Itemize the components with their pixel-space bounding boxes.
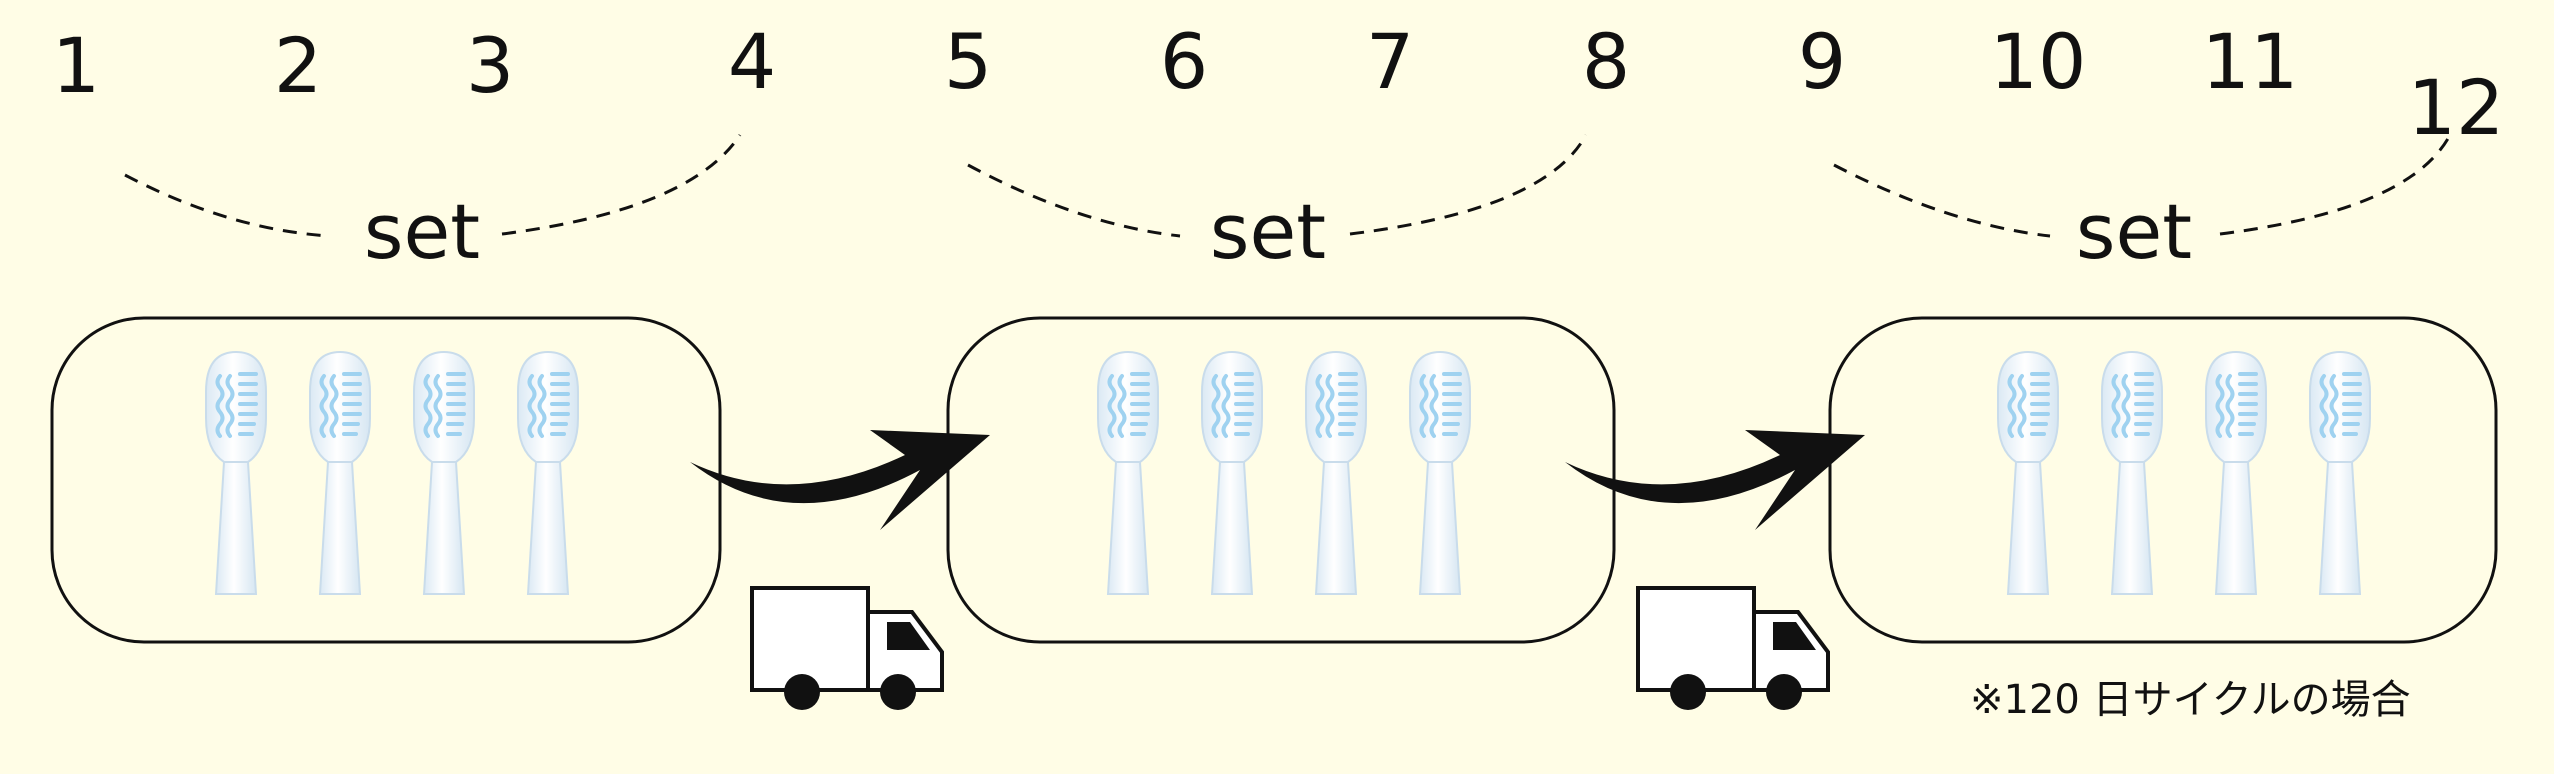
toothbrush-head-icon [308, 350, 372, 596]
month-number-7: 7 [1365, 17, 1415, 106]
toothbrush-head-icon [1096, 350, 1160, 596]
month-number-3: 3 [465, 21, 515, 110]
month-number-10: 10 [1989, 17, 2087, 106]
curved-arrow-icon [690, 430, 990, 530]
month-number-4: 4 [727, 17, 777, 106]
set-label-2: set [1209, 187, 1327, 276]
toothbrush-head-icon [412, 350, 476, 596]
set-box-1 [50, 316, 722, 644]
toothbrush-head-icon [1996, 350, 2060, 596]
cycle-footnote: ※120 日サイクルの場合 [1970, 677, 2411, 723]
month-number-5: 5 [943, 17, 993, 106]
toothbrush-head-icon [1408, 350, 1472, 596]
toothbrush-head-icon [516, 350, 580, 596]
toothbrush-head-icon [1304, 350, 1368, 596]
toothbrush-head-icon [2308, 350, 2372, 596]
month-number-1: 1 [51, 21, 101, 110]
delivery-truck-icon [1636, 586, 1830, 710]
set-box-2 [946, 316, 1616, 644]
month-number-2: 2 [273, 21, 323, 110]
delivery-truck-icon [750, 586, 944, 710]
toothbrush-head-icon [2204, 350, 2268, 596]
month-number-12: 12 [2407, 63, 2505, 152]
month-number-11: 11 [2201, 17, 2299, 106]
set-label-1: set [363, 187, 481, 276]
toothbrush-group-2 [1096, 350, 1472, 596]
toothbrush-group-3 [1996, 350, 2372, 596]
set-label-3: set [2075, 187, 2193, 276]
curved-arrow-icon [1565, 430, 1865, 530]
set-box-3 [1828, 316, 2498, 644]
month-number-6: 6 [1159, 17, 1209, 106]
toothbrush-head-icon [1200, 350, 1264, 596]
month-number-8: 8 [1581, 17, 1631, 106]
toothbrush-head-icon [204, 350, 268, 596]
toothbrush-head-icon [2100, 350, 2164, 596]
toothbrush-group-1 [204, 350, 580, 596]
month-number-9: 9 [1797, 17, 1847, 106]
set-bracket-dashes [124, 134, 2452, 238]
